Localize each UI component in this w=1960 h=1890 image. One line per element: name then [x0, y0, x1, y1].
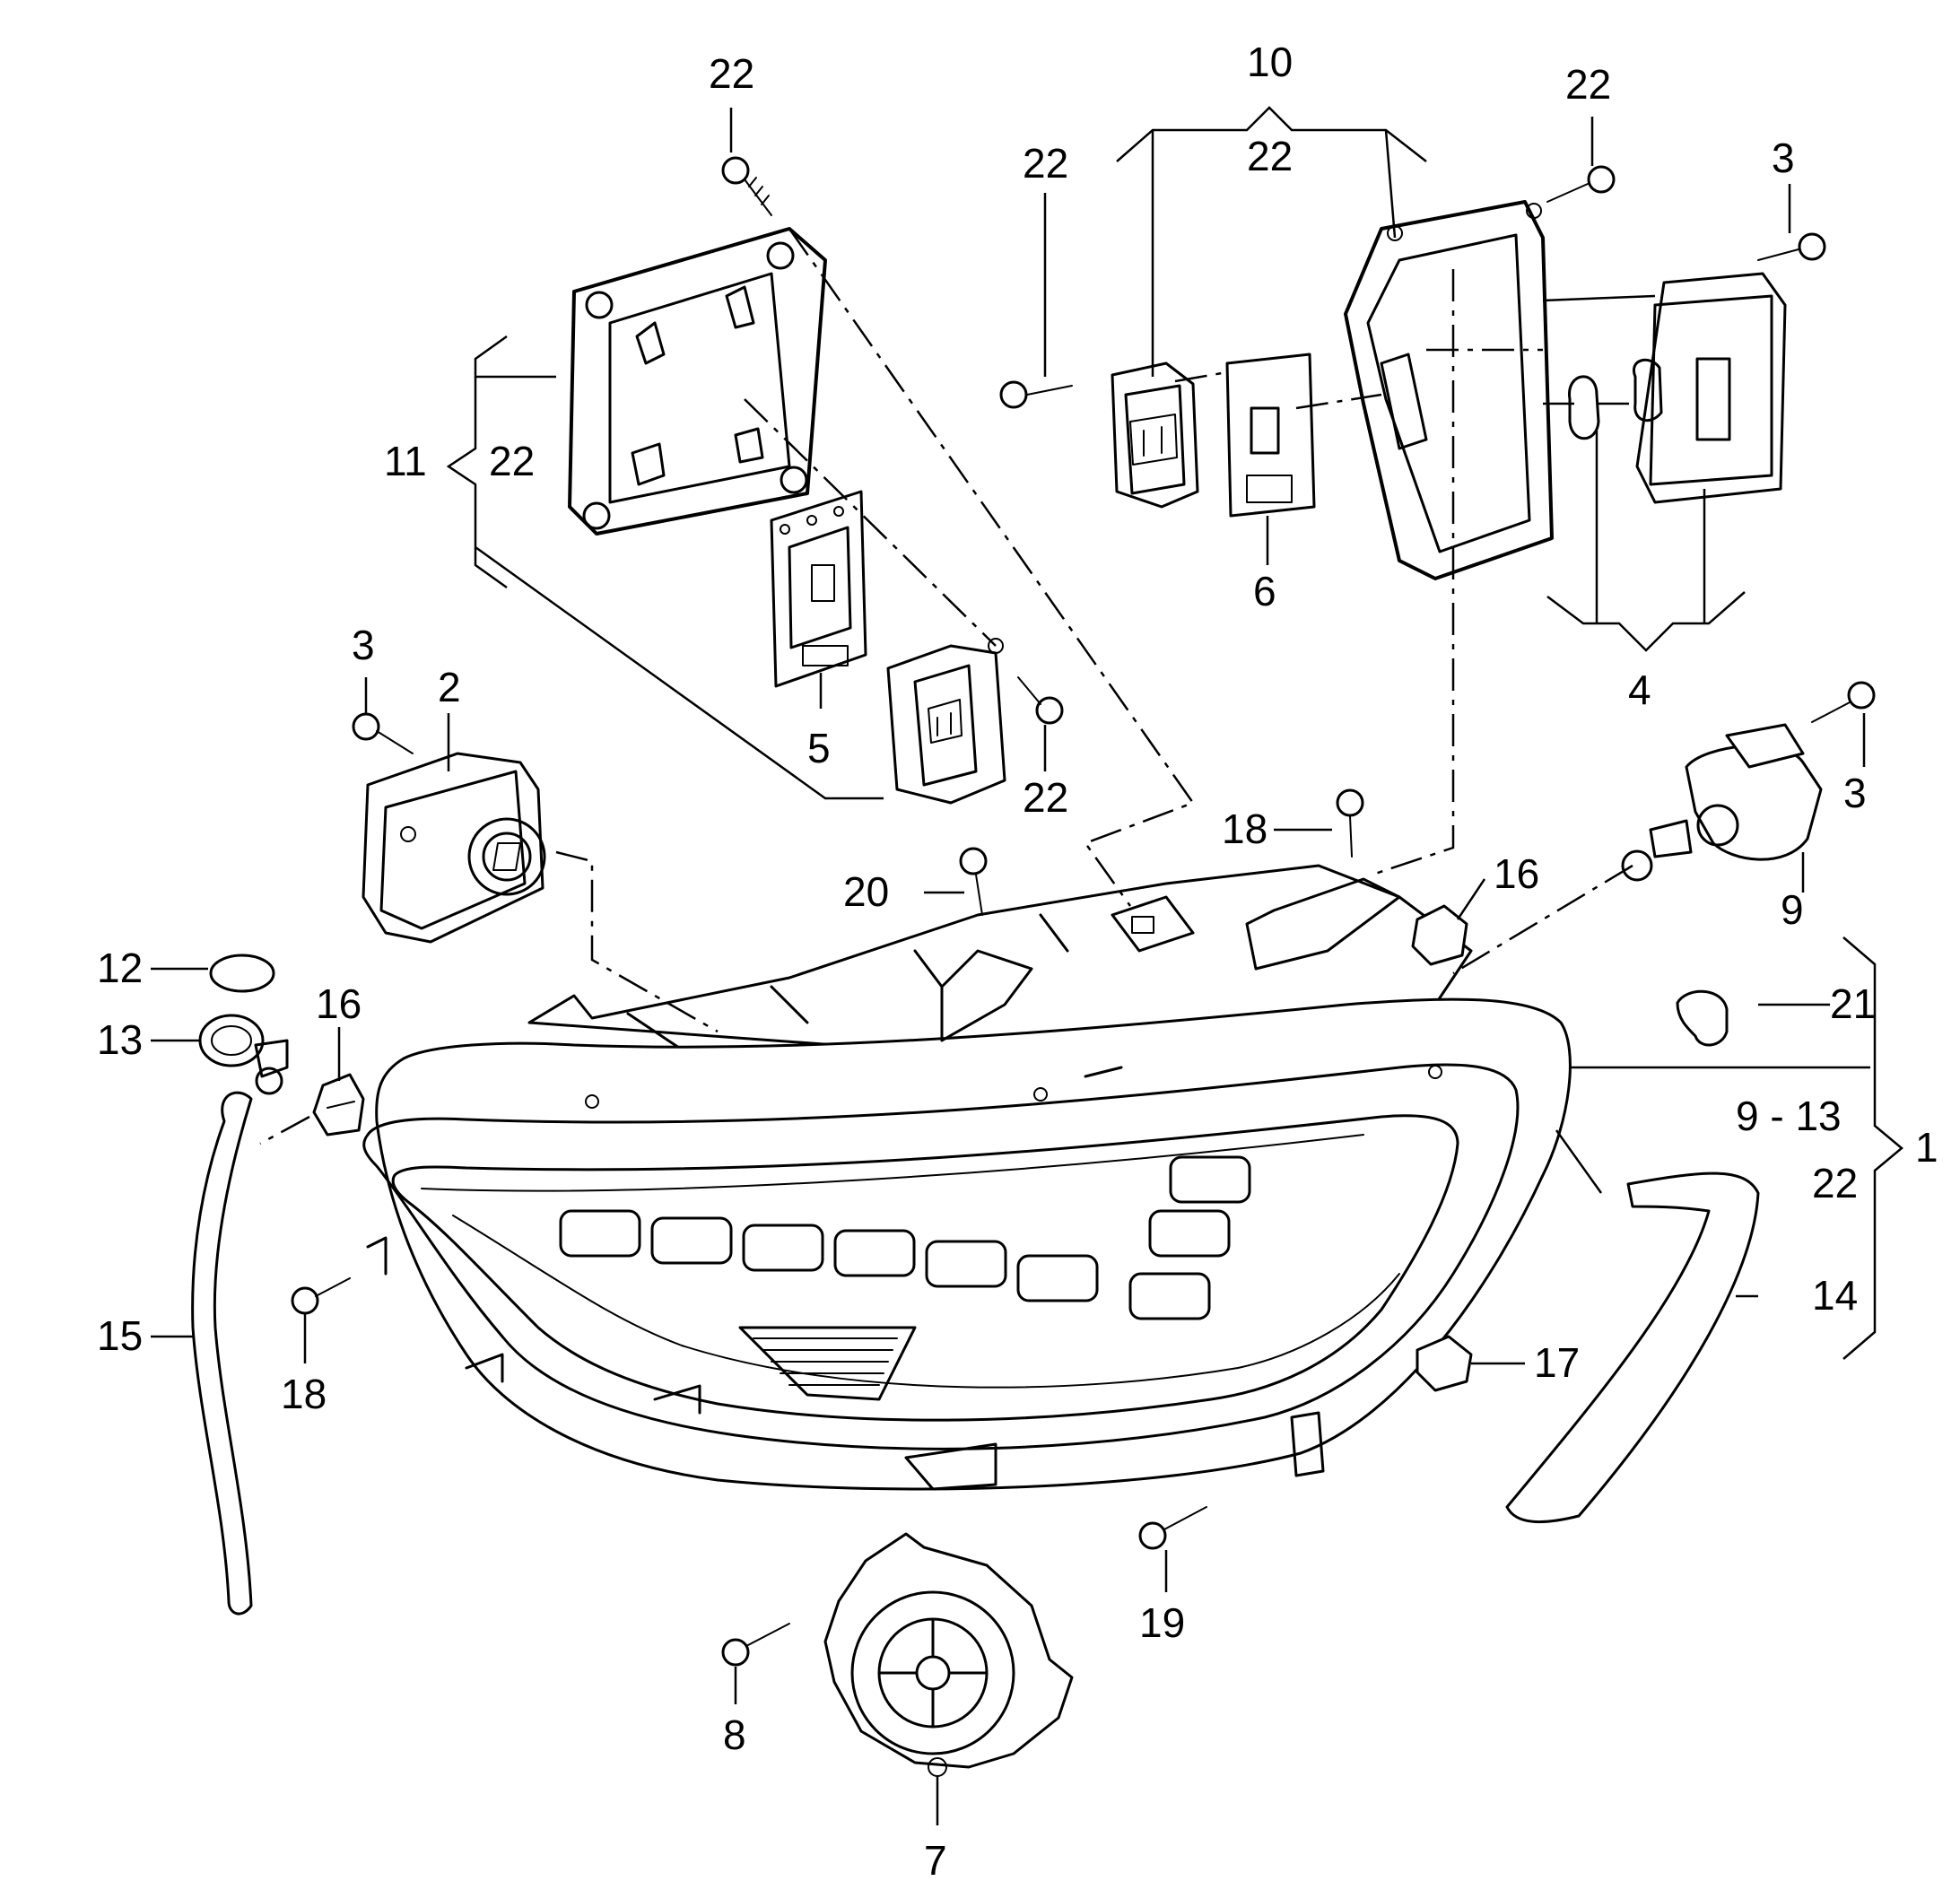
clip-17 [1416, 1335, 1473, 1392]
control-unit-5 [770, 490, 867, 688]
label-6: 6 [1253, 568, 1276, 614]
duct-21 [1676, 989, 1729, 1047]
label-2: 2 [438, 664, 461, 710]
label-15: 15 [97, 1312, 143, 1359]
label-3-left: 3 [352, 622, 375, 668]
label-16-left: 16 [316, 980, 362, 1027]
label-12: 12 [97, 945, 143, 991]
label-22-top: 22 [709, 50, 754, 97]
callout-labels: 22 10 22 22 22 3 11 22 6 4 3 2 5 22 18 2… [97, 39, 1938, 1884]
control-unit-4 [1568, 272, 1787, 504]
label-21: 21 [1830, 980, 1876, 1027]
bracket-module-11 [886, 638, 1006, 805]
label-20: 20 [843, 868, 889, 915]
label-9: 9 [1781, 886, 1804, 933]
label-3-right: 3 [1843, 770, 1867, 816]
cap-12 [209, 954, 275, 993]
label-18-left: 18 [281, 1371, 327, 1417]
clip-16-left [312, 1073, 365, 1137]
assembly-lines [259, 228, 1656, 1145]
leveling-motor-9 [1621, 723, 1823, 882]
screws [291, 156, 1876, 1667]
led-segments [559, 1155, 1251, 1320]
frame-gasket-11 [568, 227, 827, 536]
label-8: 8 [723, 1711, 746, 1758]
cover-frame-10 [1344, 200, 1554, 580]
label-range-22: 22 [1812, 1160, 1858, 1206]
label-22-left-of-10: 22 [1023, 140, 1068, 187]
igniter-module-2 [362, 752, 546, 944]
label-4: 4 [1628, 666, 1651, 713]
control-unit-6 [1225, 353, 1316, 518]
headlight-housing [362, 864, 1572, 1491]
label-22-by-5: 22 [1023, 774, 1068, 821]
label-22-by-11: 22 [489, 438, 535, 484]
bracket-10 [1111, 361, 1199, 509]
connector-13 [198, 1014, 289, 1095]
label-3-top-right: 3 [1772, 135, 1795, 181]
label-7: 7 [924, 1837, 947, 1884]
label-5: 5 [807, 725, 831, 771]
label-18-top: 18 [1222, 806, 1267, 852]
label-19: 19 [1139, 1599, 1185, 1646]
hose-15 [191, 1091, 253, 1616]
actuator-7 [823, 1532, 1074, 1777]
label-range-9-13: 9 - 13 [1736, 1093, 1842, 1139]
label-10: 10 [1247, 39, 1293, 85]
label-17: 17 [1534, 1339, 1580, 1386]
label-14: 14 [1812, 1272, 1858, 1319]
label-13: 13 [97, 1016, 143, 1063]
label-11: 11 [384, 438, 427, 484]
label-1: 1 [1915, 1124, 1938, 1171]
seal-14 [1505, 1171, 1760, 1524]
clip-16-right [1411, 904, 1468, 966]
callout-leaders [151, 106, 1903, 1825]
label-22-under-10: 22 [1247, 133, 1293, 179]
label-22-top-right: 22 [1565, 61, 1611, 108]
label-16-right: 16 [1494, 850, 1539, 897]
